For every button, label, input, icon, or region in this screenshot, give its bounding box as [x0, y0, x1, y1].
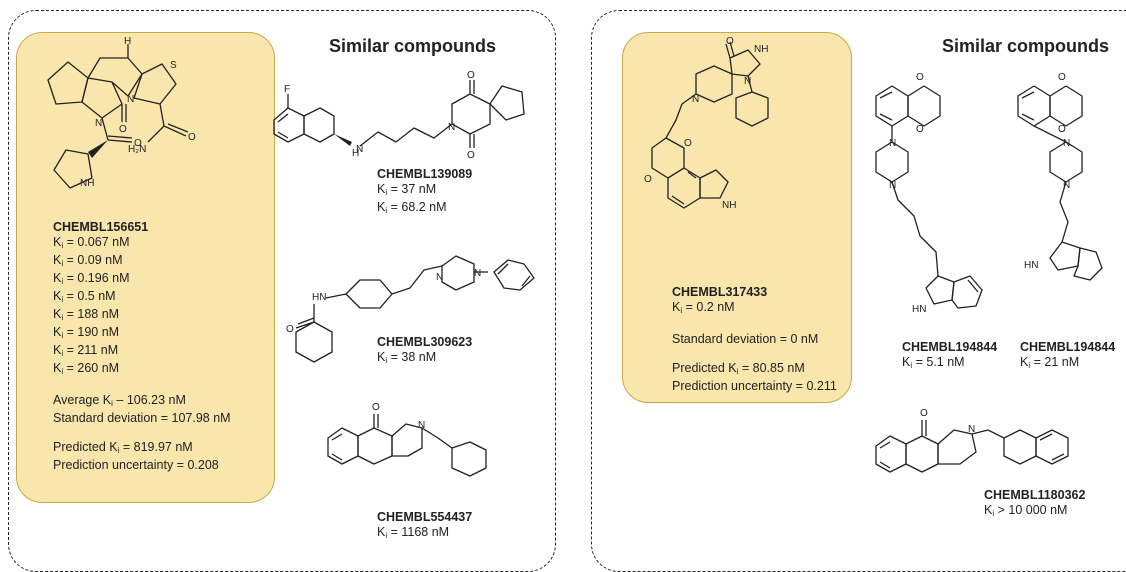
predicted-ki: Predicted Ki = 819.97 nM	[53, 440, 193, 455]
atom-label: S	[170, 60, 177, 71]
similar-compound-4: CHEMBL194844 Ki = 5.1 nM	[902, 340, 997, 373]
atom-label: N	[436, 272, 443, 283]
standard-deviation: Standard deviation = 107.98 nM	[53, 411, 231, 425]
ki-value: Ki = 5.1 nM	[902, 355, 965, 370]
atom-label: N	[889, 180, 896, 191]
atom-label: O	[119, 124, 127, 135]
atom-label: NH	[722, 200, 736, 211]
atom-label: O	[372, 402, 380, 413]
prediction-uncertainty: Prediction uncertainty = 0.208	[53, 458, 219, 472]
atom-label: N	[474, 268, 481, 279]
atom-label: O	[916, 124, 924, 135]
ki-value: Ki = 0.09 nM	[53, 253, 123, 268]
ki-value: Ki = 190 nM	[53, 325, 120, 340]
right-query-values: CHEMBL317433 Ki = 0.2 nM Standard deviat…	[672, 285, 837, 394]
atom-label: HN	[1024, 260, 1038, 271]
structure-chembl194844-a: O O N N HN	[875, 72, 983, 315]
ki-value: Ki = 21 nM	[1020, 355, 1080, 370]
atom-label: N	[1063, 180, 1070, 191]
ki-value: Ki = 0.2 nM	[672, 300, 735, 315]
atom-label: O	[188, 132, 196, 143]
atom-label: N	[95, 118, 102, 129]
atom-label: O	[134, 138, 142, 149]
atom-label: N	[744, 76, 751, 87]
atom-label: N	[356, 144, 363, 155]
atom-label: O	[1058, 124, 1066, 135]
ki-list: Ki = 0.067 nM Ki = 0.09 nM Ki = 0.196 nM Ki…	[53, 235, 231, 379]
ki-value: Ki = 37 nM	[377, 182, 437, 197]
compound-id: CHEMBL1180362	[984, 488, 1086, 502]
atom-label: O	[467, 70, 475, 81]
atom-label: O	[920, 408, 928, 419]
atom-label: O	[726, 36, 734, 47]
similar-compound-6: CHEMBL1180362 Ki > 10 000 nM	[984, 488, 1085, 521]
compound-id: CHEMBL317433	[672, 285, 768, 299]
ki-value: Ki = 0.067 nM	[53, 235, 130, 250]
left-section-heading: Similar compounds	[329, 36, 497, 56]
atom-label: N	[692, 94, 699, 105]
structure-chembl156651: H S N N O O O H₂N NH	[47, 36, 196, 189]
similar-compound-2: CHEMBL309623 Ki = 38 nM	[377, 335, 472, 368]
average-ki: Average Ki – 106.23 nM	[53, 393, 186, 408]
compound-id: CHEMBL309623	[377, 335, 473, 349]
ki-value: Ki = 211 nM	[53, 343, 119, 358]
atom-label: O	[684, 138, 692, 149]
compound-id: CHEMBL156651	[53, 220, 149, 234]
similar-compound-1: CHEMBL139089 Ki = 37 nM Ki = 68.2 nM	[377, 167, 472, 218]
atom-label: N	[448, 122, 455, 133]
prediction-uncertainty: Prediction uncertainty = 0.211	[672, 379, 837, 393]
atom-label: O	[1058, 72, 1066, 83]
standard-deviation: Standard deviation = 0 nM	[672, 332, 819, 346]
compound-id: CHEMBL554437	[377, 510, 473, 524]
atom-label: N	[1063, 138, 1070, 149]
ki-value: Ki = 188 nM	[53, 307, 120, 322]
structure-chembl139089: F H N N O O	[273, 70, 525, 161]
atom-label: N	[889, 138, 896, 149]
ki-value: Ki = 0.196 nM	[53, 271, 130, 286]
compound-id: CHEMBL194844	[902, 340, 998, 354]
compound-id: CHEMBL194844	[1020, 340, 1116, 354]
atom-label: O	[467, 150, 475, 161]
predicted-ki: Predicted Ki = 80.85 nM	[672, 361, 805, 376]
atom-label: H	[352, 148, 359, 159]
atom-label: N	[968, 424, 975, 435]
ki-value: Ki = 260 nM	[53, 361, 120, 376]
structure-chembl317433: O NH N N O O NH	[644, 36, 769, 211]
atom-label: H	[124, 36, 131, 47]
compound-id: CHEMBL139089	[377, 167, 473, 181]
ki-value: Ki > 10 000 nM	[984, 503, 1068, 518]
right-section-heading: Similar compounds	[942, 36, 1110, 56]
structure-chembl1180362: O N	[875, 408, 1069, 473]
atom-label: H₂N	[128, 144, 146, 155]
left-query-box	[16, 32, 275, 503]
atom-label: NH	[80, 178, 94, 189]
similar-compound-5: CHEMBL194844 Ki = 21 nM	[1020, 340, 1115, 373]
atom-label: O	[286, 324, 294, 335]
ki-value: Ki = 0.5 nM	[53, 289, 116, 304]
atom-label: N	[127, 94, 134, 105]
right-query-box	[622, 32, 852, 403]
ki-value: Ki = 38 nM	[377, 350, 437, 365]
ki-value: Ki = 1168 nM	[377, 525, 450, 540]
structure-chembl309623: HN N N O	[286, 255, 535, 363]
structure-chembl554437: O N	[327, 402, 487, 477]
ki-value: Ki = 68.2 nM	[377, 200, 447, 215]
atom-label: HN	[312, 292, 326, 303]
atom-label: O	[916, 72, 924, 83]
similar-compound-3: CHEMBL554437 Ki = 1168 nM	[377, 510, 472, 543]
atom-label: F	[284, 84, 290, 95]
atom-label: NH	[754, 44, 768, 55]
structure-chembl194844-b: O O N N HN	[1017, 72, 1103, 281]
atom-label: HN	[912, 304, 926, 315]
atom-label: N	[418, 420, 425, 431]
atom-label: O	[644, 174, 652, 185]
